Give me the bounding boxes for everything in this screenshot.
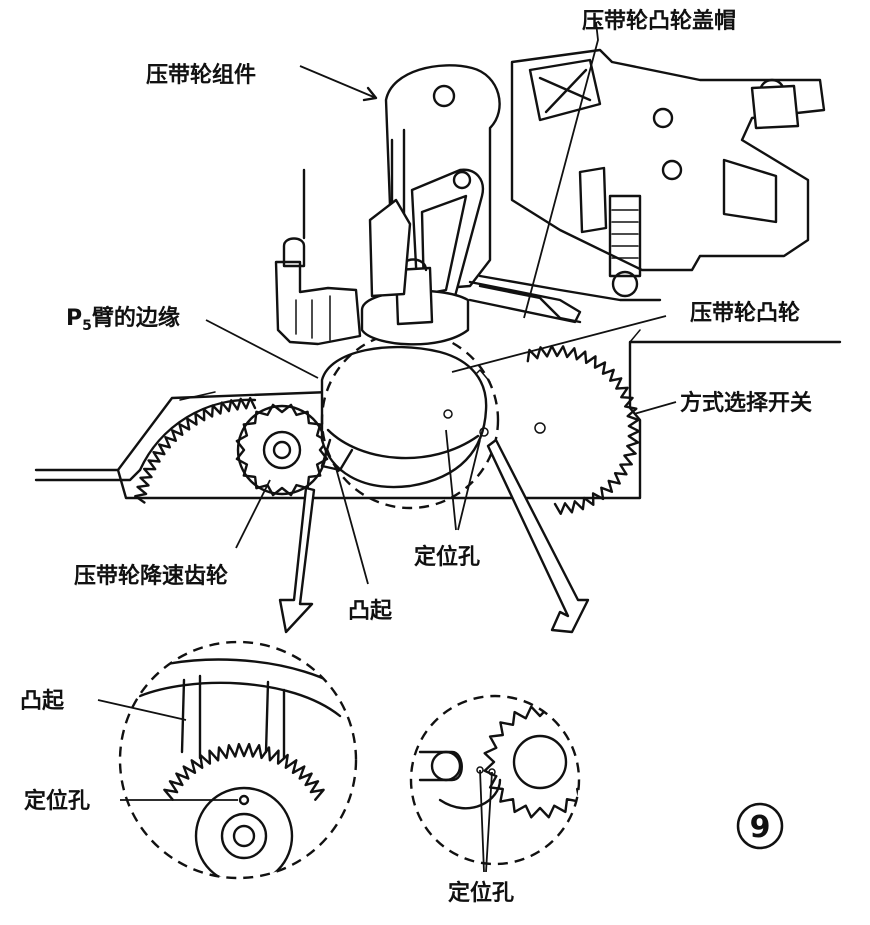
label-reduction-gear: 压带轮降速齿轮 (74, 563, 228, 589)
pressure-roller-cam (320, 330, 500, 510)
figure-number-badge: 9 (736, 802, 784, 850)
left-large-gear (138, 398, 257, 472)
detail-right-outline (409, 694, 581, 866)
label-p5-subscript: 5 (82, 318, 92, 334)
detail-arrows (278, 438, 590, 634)
labels: 压带轮凸轮盖帽 压带轮组件 P5臂的边缘 压带轮凸轮 方式选择开关 压带轮降速齿… (20, 8, 812, 906)
label-positioning-hole-detail-bottom: 定位孔 (448, 880, 514, 906)
detail-left (118, 640, 358, 880)
arrow-right-detail (486, 438, 590, 634)
p5-arm (274, 168, 412, 346)
label-positioning-hole-detail-left: 定位孔 (24, 788, 90, 814)
pressure-roller-assembly (360, 64, 501, 346)
figure-number: 9 (750, 810, 771, 845)
detail-right (409, 694, 581, 866)
leader-lines (97, 21, 677, 873)
base-plate-lower (34, 468, 142, 482)
label-p5-letter: P (66, 306, 82, 331)
mode-gear-teeth (526, 344, 641, 515)
label-p5-arm-edge: P5臂的边缘 (66, 305, 180, 334)
detail-right-teeth (483, 705, 579, 819)
detail-left-teeth (163, 742, 325, 801)
reduction-gear (235, 403, 329, 497)
cam-cap-bracket (478, 48, 826, 324)
label-pressure-roller-cam-cap: 压带轮凸轮盖帽 (582, 8, 736, 34)
label-projection-top: 凸起 (348, 599, 393, 624)
arrow-left-detail (278, 486, 316, 634)
label-p5-text: 臂的边缘 (92, 305, 180, 331)
label-pressure-roller-cam: 压带轮凸轮 (690, 300, 800, 326)
label-pressure-roller-assembly: 压带轮组件 (146, 62, 256, 88)
reduction-gear-teeth (235, 403, 329, 497)
detail-left-outline (118, 640, 358, 880)
mechanism-drawing (34, 48, 842, 515)
left-gear-teeth (134, 396, 257, 504)
label-positioning-hole-top: 定位孔 (414, 544, 480, 570)
label-projection-detail: 凸起 (20, 689, 65, 714)
mode-select-gear (469, 344, 641, 515)
label-mode-select-switch: 方式选择开关 (680, 390, 812, 416)
